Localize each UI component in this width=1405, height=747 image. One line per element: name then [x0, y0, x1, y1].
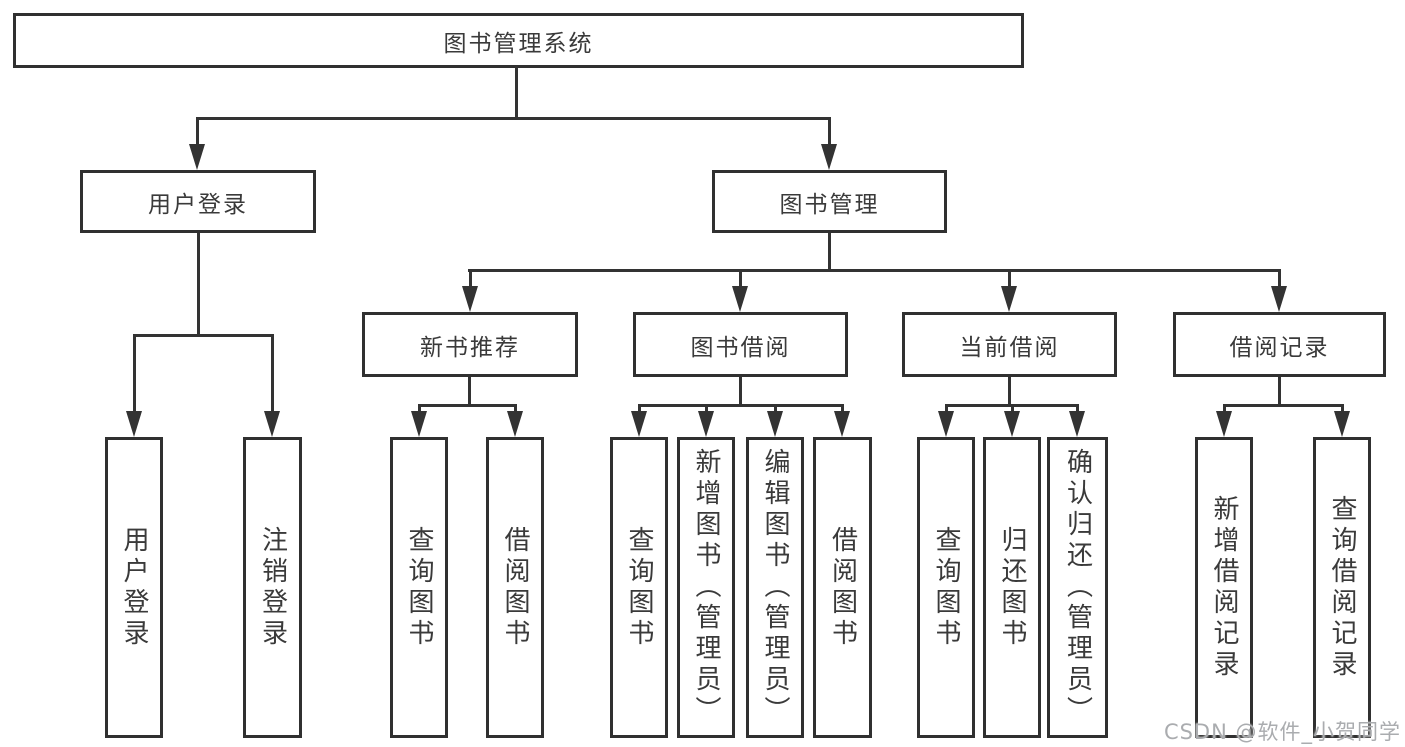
csdn-watermark: CSDN @软件_小贺同学	[1163, 720, 1401, 744]
node-leaf-cb-return-book: 归还图书	[983, 437, 1041, 738]
arrow-down-icon	[264, 411, 280, 437]
connector-drop-current-borrow	[1008, 269, 1011, 288]
connector-drop-login-leaf	[133, 334, 136, 412]
connector-book-management-rail	[468, 269, 1281, 272]
connector-drop-leaf	[418, 404, 421, 413]
connector-user-login-stem	[197, 233, 200, 336]
node-leaf-bb-add-book-admin: 新增图书（管理员）	[677, 437, 735, 738]
arrow-down-icon	[411, 411, 427, 437]
node-leaf-logout: 注销登录	[243, 437, 302, 738]
node-leaf-cb-query-book-label: 查询图书	[931, 525, 961, 650]
connector-book-borrow-stem	[739, 377, 742, 406]
node-leaf-user-login: 用户登录	[105, 437, 163, 738]
node-leaf-bb-edit-book-admin: 编辑图书（管理员）	[746, 437, 804, 738]
connector-borrow-records-rail	[1223, 404, 1344, 407]
node-leaf-bb-query-book-label: 查询图书	[624, 525, 654, 650]
connector-root-rail	[196, 117, 831, 120]
connector-user-login-rail	[133, 334, 274, 337]
node-user-login: 用户登录	[80, 170, 316, 233]
arrow-down-icon	[834, 411, 850, 437]
node-leaf-cb-confirm-return-admin: 确认归还（管理员）	[1047, 437, 1108, 738]
connector-drop-book-borrow	[739, 269, 742, 288]
arrow-down-icon	[1004, 411, 1020, 437]
arrow-down-icon	[462, 286, 478, 312]
node-current-borrow-label: 当前借阅	[959, 334, 1060, 361]
arrow-down-icon	[507, 411, 523, 437]
node-leaf-cb-confirm-return-admin-label: 确认归还（管理员）	[1062, 448, 1093, 727]
node-root: 图书管理系统	[13, 13, 1024, 68]
connector-borrow-records-stem	[1278, 377, 1281, 406]
arrow-down-icon	[1216, 411, 1232, 437]
connector-drop-leaf	[705, 404, 708, 413]
node-leaf-cb-return-book-label: 归还图书	[997, 525, 1027, 650]
connector-drop-user-login	[196, 117, 199, 147]
connector-drop-leaf	[1011, 404, 1014, 413]
connector-drop-leaf	[1076, 404, 1079, 413]
connector-drop-new-book	[469, 269, 472, 288]
arrow-down-icon	[698, 411, 714, 437]
node-book-borrow-label: 图书借阅	[690, 334, 791, 361]
connector-drop-leaf	[841, 404, 844, 413]
node-borrow-records: 借阅记录	[1173, 312, 1386, 377]
connector-new-book-rail	[418, 404, 517, 407]
connector-drop-book-management	[828, 117, 831, 147]
node-new-book-recommend: 新书推荐	[362, 312, 578, 377]
connector-drop-leaf	[774, 404, 777, 413]
node-leaf-br-query-record: 查询借阅记录	[1313, 437, 1371, 738]
arrow-down-icon	[821, 144, 837, 170]
connector-drop-leaf	[945, 404, 948, 413]
node-leaf-nb-borrow-book-label: 借阅图书	[500, 525, 530, 650]
node-leaf-user-login-label: 用户登录	[119, 525, 149, 650]
node-leaf-logout-label: 注销登录	[257, 525, 288, 650]
arrow-down-icon	[767, 411, 783, 437]
node-leaf-bb-borrow-book-label: 借阅图书	[827, 525, 858, 650]
arrow-down-icon	[631, 411, 647, 437]
arrow-down-icon	[1271, 286, 1287, 312]
node-borrow-records-label: 借阅记录	[1229, 334, 1330, 361]
node-leaf-bb-add-book-admin-label: 新增图书（管理员）	[691, 448, 721, 727]
node-leaf-br-add-record: 新增借阅记录	[1195, 437, 1253, 738]
node-leaf-br-query-record-label: 查询借阅记录	[1327, 494, 1357, 681]
node-book-management-label: 图书管理	[779, 191, 880, 218]
node-book-management: 图书管理	[712, 170, 947, 233]
arrow-down-icon	[126, 411, 142, 437]
node-current-borrow: 当前借阅	[902, 312, 1117, 377]
node-leaf-nb-query-book: 查询图书	[390, 437, 448, 738]
arrow-down-icon	[1334, 411, 1350, 437]
node-leaf-bb-edit-book-admin-label: 编辑图书（管理员）	[760, 448, 790, 727]
arrow-down-icon	[1001, 286, 1017, 312]
node-leaf-bb-borrow-book: 借阅图书	[813, 437, 872, 738]
arrow-down-icon	[189, 144, 205, 170]
arrow-down-icon	[1069, 411, 1085, 437]
connector-root-stem	[515, 66, 518, 118]
connector-book-borrow-rail	[638, 404, 844, 407]
connector-drop-logout-leaf	[271, 334, 274, 412]
node-user-login-label: 用户登录	[148, 191, 248, 218]
connector-current-borrow-stem	[1008, 377, 1011, 406]
node-book-borrow: 图书借阅	[633, 312, 848, 377]
connector-new-book-stem	[468, 377, 471, 406]
connector-drop-leaf	[514, 404, 517, 413]
arrow-down-icon	[732, 286, 748, 312]
connector-drop-leaf	[1341, 404, 1344, 413]
connector-drop-leaf	[1223, 404, 1226, 413]
node-new-book-recommend-label: 新书推荐	[420, 334, 520, 361]
node-leaf-cb-query-book: 查询图书	[917, 437, 975, 738]
node-leaf-br-add-record-label: 新增借阅记录	[1209, 494, 1239, 681]
arrow-down-icon	[938, 411, 954, 437]
connector-book-management-stem	[828, 233, 831, 271]
node-leaf-bb-query-book: 查询图书	[610, 437, 668, 738]
connector-drop-leaf	[638, 404, 641, 413]
node-leaf-nb-borrow-book: 借阅图书	[486, 437, 544, 738]
connector-drop-borrow-records	[1278, 269, 1281, 288]
node-leaf-nb-query-book-label: 查询图书	[404, 525, 434, 650]
node-root-label: 图书管理系统	[443, 30, 594, 57]
